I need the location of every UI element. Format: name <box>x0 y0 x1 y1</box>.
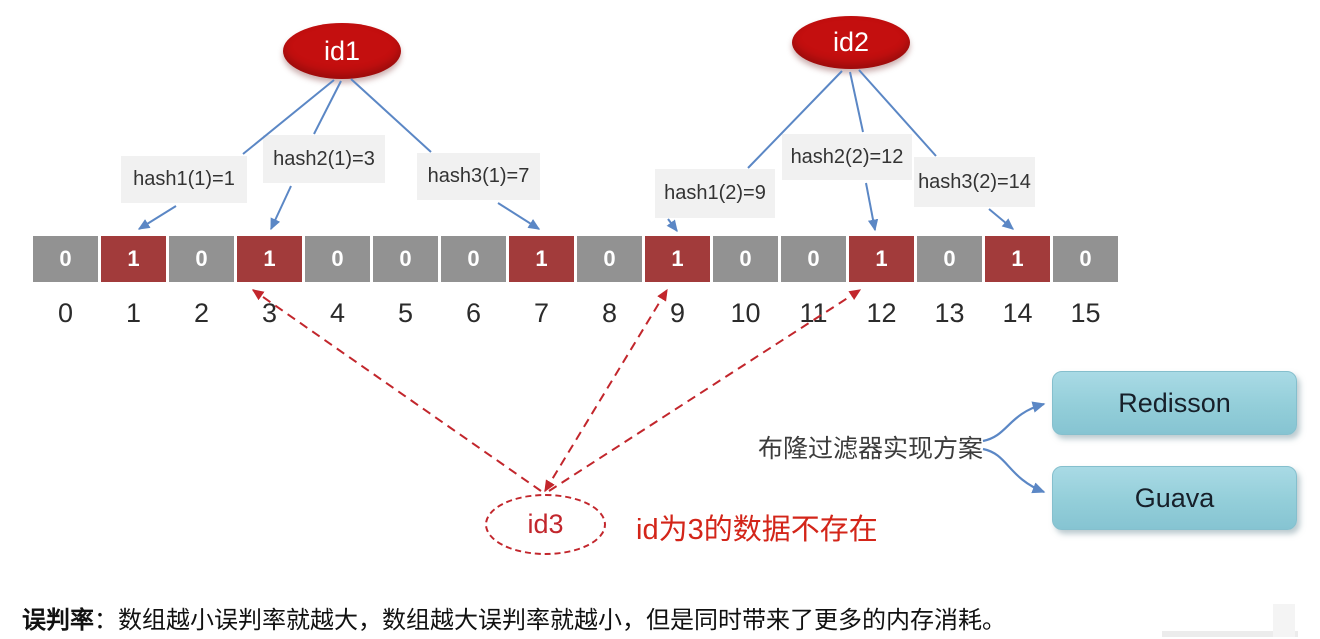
id3-label: id3 <box>527 509 564 539</box>
id1-node: id1 <box>283 23 401 79</box>
impl-branch-arrows <box>982 401 1046 494</box>
hash1-id1-label: hash1(1)=1 <box>121 156 247 203</box>
id2-label: id2 <box>832 27 870 57</box>
bit-cell: 0 <box>373 236 438 282</box>
bit-cell: 0 <box>713 236 778 282</box>
bit-index: 10 <box>730 297 761 328</box>
hash1-id2-label: hash1(2)=9 <box>655 169 775 218</box>
redisson-box: Redisson <box>1052 371 1297 435</box>
bit-index: 14 <box>1002 297 1033 328</box>
bit-cell: 0 <box>917 236 982 282</box>
bit-index: 9 <box>669 297 686 328</box>
bit-index: 2 <box>193 297 210 328</box>
bit-cell: 0 <box>441 236 506 282</box>
bit-index: 3 <box>261 297 278 328</box>
bit-array: 0 1 0 1 0 0 0 1 0 1 0 0 1 0 1 0 <box>33 236 1118 282</box>
hash3-id2-label: hash3(2)=14 <box>914 157 1035 207</box>
id2-node: id2 <box>792 16 910 69</box>
bit-index: 1 <box>125 297 142 328</box>
bit-cell: 1 <box>849 236 914 282</box>
bit-index: 5 <box>397 297 414 328</box>
bit-cell: 1 <box>237 236 302 282</box>
bit-cell: 1 <box>985 236 1050 282</box>
bit-index: 0 <box>57 297 74 328</box>
bit-cell: 0 <box>1053 236 1118 282</box>
bit-cell: 1 <box>509 236 574 282</box>
impl-solutions-label: 布隆过滤器实现方案 <box>758 435 984 463</box>
bit-index: 11 <box>799 297 828 328</box>
false-positive-rate-term: 误判率 <box>22 607 94 634</box>
watermark-strip <box>1162 631 1298 637</box>
bit-index: 4 <box>329 297 346 328</box>
bit-index: 6 <box>465 297 482 328</box>
bit-index: 7 <box>533 297 550 328</box>
false-positive-rate-note: 误判率：数组越小误判率就越大，数组越大误判率就越小，但是同时带来了更多的内存消耗… <box>22 600 1006 635</box>
bit-index: 12 <box>866 297 897 328</box>
bit-cell: 0 <box>305 236 370 282</box>
bit-cell: 0 <box>33 236 98 282</box>
hash2-id1-label: hash2(1)=3 <box>263 135 385 183</box>
watermark-corner <box>1273 604 1295 637</box>
id3-not-exist-note: id为3的数据不存在 <box>636 514 878 546</box>
hash3-id1-label: hash3(1)=7 <box>417 153 540 200</box>
bit-cell: 1 <box>645 236 710 282</box>
bit-cell: 0 <box>577 236 642 282</box>
bit-cell: 0 <box>169 236 234 282</box>
false-positive-rate-text: ：数组越小误判率就越大，数组越大误判率就越小，但是同时带来了更多的内存消耗。 <box>94 607 1006 634</box>
guava-box: Guava <box>1052 466 1297 530</box>
bit-index: 15 <box>1070 297 1101 328</box>
bit-cell: 0 <box>781 236 846 282</box>
hash2-id2-label: hash2(2)=12 <box>782 134 912 180</box>
bit-index-row: 0 1 2 3 4 5 6 7 8 9 10 11 12 13 14 15 <box>33 296 1118 330</box>
bit-index: 8 <box>601 297 618 328</box>
bit-index: 13 <box>934 297 965 328</box>
id1-label: id1 <box>323 35 361 66</box>
id3-node: id3 <box>485 494 606 555</box>
bit-cell: 1 <box>101 236 166 282</box>
